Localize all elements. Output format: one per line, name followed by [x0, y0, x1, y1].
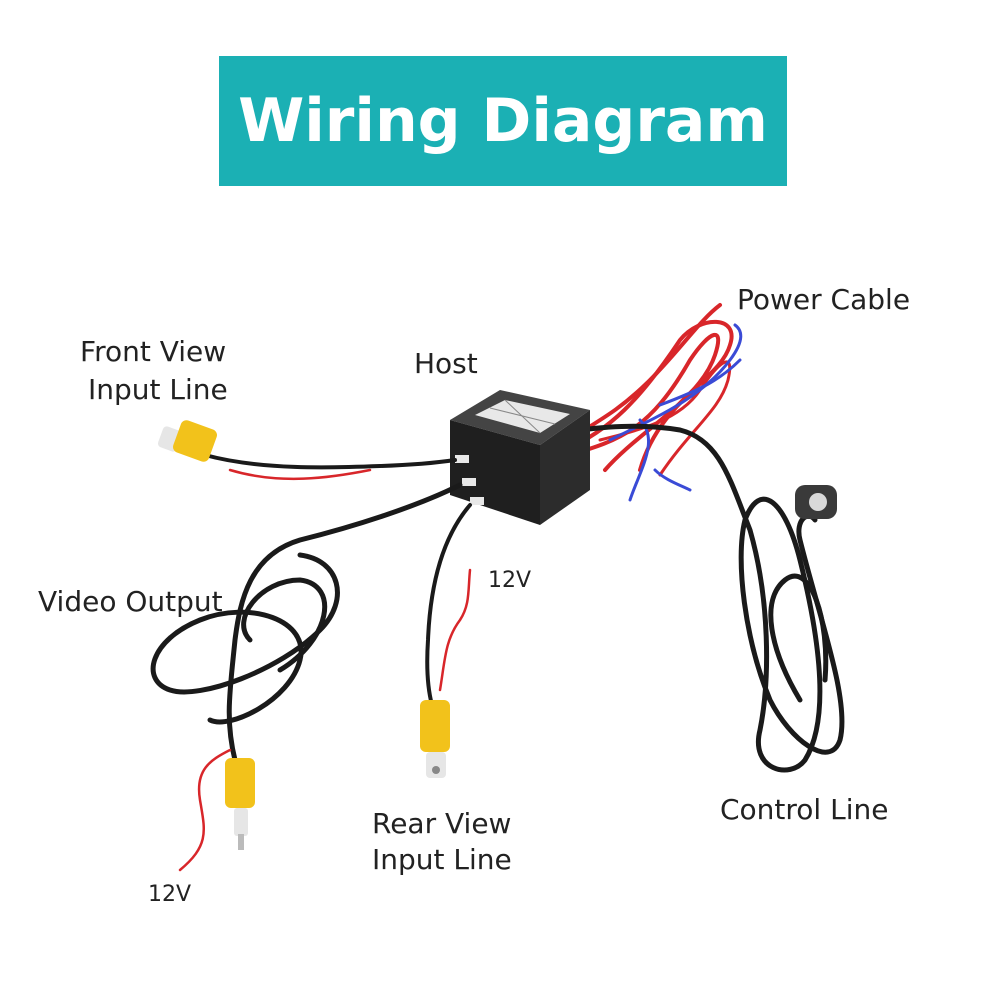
rear-view-label-line2: Input Line — [372, 843, 512, 876]
diagram-title: Wiring Diagram — [238, 86, 768, 156]
title-banner: Wiring Diagram — [219, 56, 787, 186]
voltage-label-middle: 12V — [488, 568, 532, 593]
front-view-label-line1: Front View — [80, 335, 227, 368]
power-cable-label: Power Cable — [737, 283, 911, 316]
front-view-label-line2: Input Line — [88, 373, 228, 406]
video-output-rca-connector-icon — [225, 758, 255, 850]
video-output-12v-wire — [178, 748, 232, 872]
control-line-label: Control Line — [720, 793, 889, 826]
rear-view-rca-connector-icon — [420, 700, 450, 778]
video-output-label: Video Output — [38, 585, 223, 618]
host-box-icon — [450, 390, 590, 525]
rear-view-input-cable — [425, 503, 472, 707]
rear-view-label-line1: Rear View — [372, 807, 512, 840]
front-view-input-cable — [203, 453, 457, 481]
voltage-label-left: 12V — [148, 882, 192, 907]
front-view-rca-connector-icon — [157, 420, 217, 462]
host-label: Host — [414, 347, 478, 380]
control-line-cable — [577, 423, 845, 773]
video-output-cable — [150, 482, 463, 763]
control-sensor-icon — [795, 485, 837, 519]
